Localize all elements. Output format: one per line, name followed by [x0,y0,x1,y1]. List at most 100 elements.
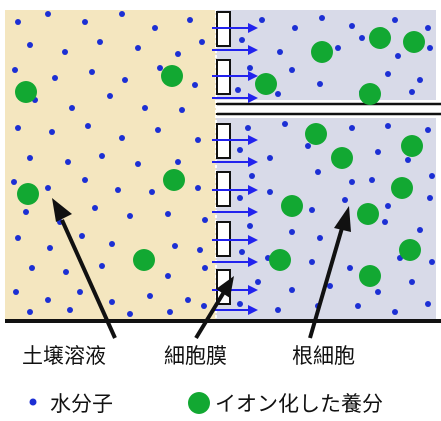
flow-arrow-head [248,257,258,267]
water-molecule [275,91,281,97]
nutrient-particles [15,27,425,287]
water-molecule [349,23,355,29]
water-molecule [157,65,163,71]
water-molecule [202,217,208,223]
water-molecule [375,289,381,295]
soil-solution-label: 土壌溶液 [22,344,106,368]
flow-arrow-head [248,71,258,81]
flow-arrow-head [248,185,258,195]
root-pointer-arrowhead [334,206,351,232]
flow-arrow-head [248,235,258,245]
water-molecule [247,223,253,229]
soil-pointer-arrow [60,219,117,339]
water-molecule [187,17,193,23]
water-molecule [409,279,415,285]
water-molecule [175,159,181,165]
nutrient-particle [359,265,381,287]
water-molecule [259,17,265,23]
water-molecule [429,173,435,179]
water-molecule [13,289,19,295]
soil-solution-region [5,10,216,320]
water-molecule [335,45,341,51]
water-molecule [167,309,173,315]
root-pointer-arrow [308,227,344,339]
water-molecule [175,51,181,57]
water-molecule [237,195,243,201]
water-molecule [195,137,201,143]
water-molecule [185,297,191,303]
water-molecule [109,299,115,305]
water-molecule [237,301,243,307]
water-molecule [199,39,205,45]
water-molecule [309,207,315,213]
nutrient-particle [163,169,185,191]
nutrient-particle [369,27,391,49]
water-molecule [147,293,153,299]
nutrient-particle [401,135,423,157]
water-molecule [369,177,375,183]
legend-water-icon [29,398,37,406]
water-molecule [292,25,298,31]
nutrient-particle [359,83,381,105]
water-molecule [429,259,435,265]
nutrient-particle [331,147,353,169]
water-molecule [192,82,198,88]
water-molecule [342,197,348,203]
water-molecule [12,67,18,73]
water-molecule [425,301,431,307]
water-molecule [45,185,51,191]
membrane-pointer-arrowhead [216,276,234,298]
water-molecule [52,75,58,81]
nutrient-particle [281,195,303,217]
water-molecule [385,203,391,209]
water-molecule [317,235,323,241]
water-molecule [92,205,98,211]
nutrient-particle [403,31,425,53]
water-molecule [65,159,71,165]
water-molecule [45,11,51,17]
water-molecule [349,179,355,185]
legend-nutrient-icon [188,392,210,414]
water-molecule [142,105,148,111]
water-molecule [309,259,315,265]
water-molecule [29,265,35,271]
water-molecule [97,39,103,45]
cell-membrane-label: 細胞膜 [164,344,227,368]
water-molecule [119,135,125,141]
water-molecule [275,307,281,313]
water-molecule [77,289,83,295]
water-molecule [201,303,207,309]
water-molecule [107,93,113,99]
nutrient-particle [17,183,39,205]
water-molecule [127,311,133,317]
water-molecule [179,107,185,113]
flow-arrow-head [248,207,258,217]
water-molecule [417,77,423,83]
water-molecule [427,195,433,201]
nutrient-particle [357,203,379,225]
flow-arrow-head [248,157,258,167]
water-molecule [149,189,155,195]
water-molecule [67,307,73,313]
water-molecule [122,77,128,83]
water-molecule [327,283,333,289]
water-molecule [99,153,105,159]
water-molecule [195,185,201,191]
soil-pointer-arrowhead [52,198,72,222]
flow-arrow-head [248,93,258,103]
water-molecule [425,25,431,31]
water-molecule [239,249,245,255]
water-molecule [289,287,295,293]
water-molecule [392,309,398,315]
water-molecule [239,37,245,43]
water-molecule [62,49,68,55]
water-molecule [15,125,21,131]
water-molecule [11,179,17,185]
water-molecule [305,143,311,149]
water-molecule [197,247,203,253]
water-molecule [385,123,391,129]
flow-arrow-head [248,23,258,33]
water-molecule [247,65,253,71]
